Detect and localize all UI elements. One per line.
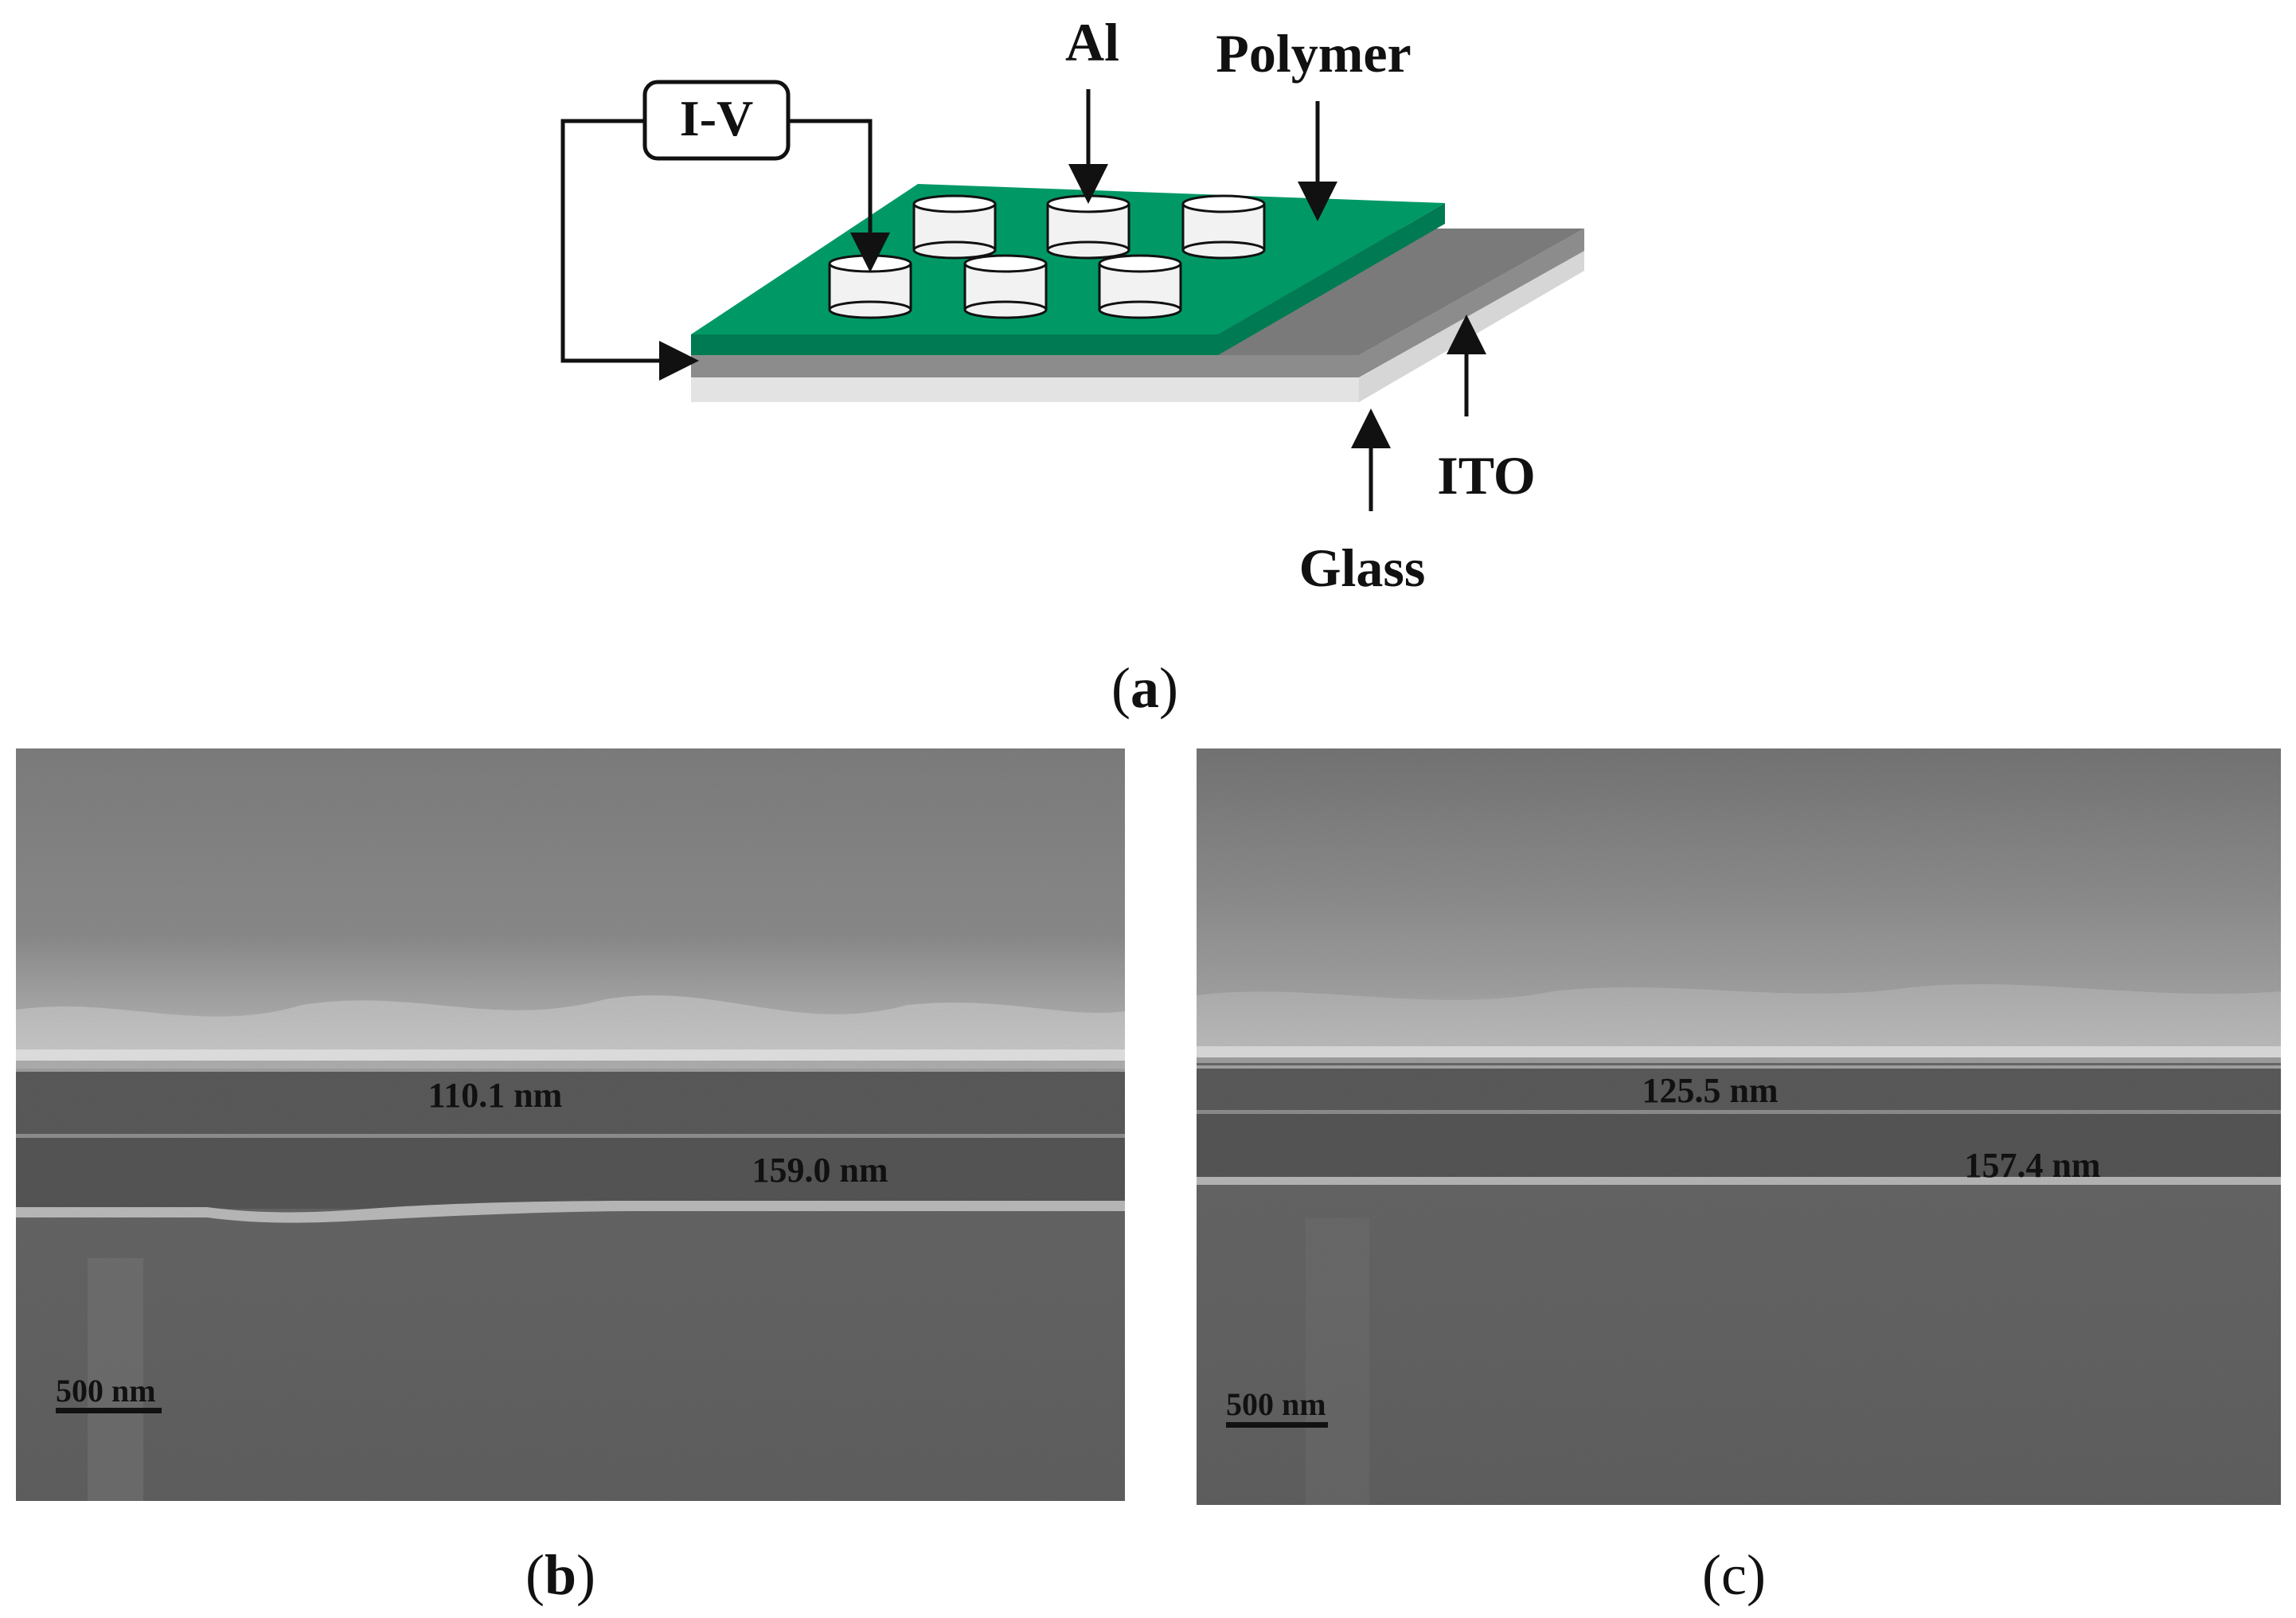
sem-image-b: 110.1 nm 159.0 nm 500 nm bbox=[16, 748, 1125, 1501]
polymer-label: Polymer bbox=[1216, 23, 1411, 84]
al-electrode bbox=[912, 194, 997, 260]
measurement-label: 157.4 nm bbox=[1964, 1146, 2100, 1185]
glass-label: Glass bbox=[1299, 537, 1426, 598]
measurement-label: 110.1 nm bbox=[428, 1076, 563, 1115]
circuit-wire-left bbox=[560, 119, 699, 381]
scale-bar-label: 500 nm bbox=[1226, 1386, 1326, 1422]
sem-image-c: 125.5 nm 157.4 nm 500 nm bbox=[1197, 748, 2281, 1505]
caption-letter-b: b bbox=[544, 1543, 577, 1607]
scale-bar bbox=[56, 1408, 162, 1413]
device-schematic: I-V Al Polymer ITO Glass bbox=[560, 12, 1584, 598]
measurement-label: 159.0 nm bbox=[752, 1151, 888, 1190]
al-electrode bbox=[1098, 254, 1182, 319]
iv-label: I-V bbox=[680, 90, 753, 147]
caption-letter-c: c bbox=[1720, 1543, 1747, 1607]
ito-label: ITO bbox=[1437, 445, 1535, 506]
al-electrode bbox=[1046, 194, 1130, 260]
caption-letter-a: a bbox=[1130, 656, 1159, 720]
scale-bar-label: 500 nm bbox=[56, 1373, 156, 1409]
al-label: Al bbox=[1065, 12, 1119, 72]
circuit-wire-right bbox=[788, 119, 890, 272]
al-electrode bbox=[963, 254, 1048, 319]
iv-circuit: I-V bbox=[560, 80, 890, 381]
caption-b: (b) bbox=[525, 1543, 596, 1607]
al-electrode bbox=[828, 254, 912, 319]
caption-a: (a) bbox=[1111, 656, 1178, 720]
caption-c: (c) bbox=[1702, 1543, 1766, 1607]
scale-bar bbox=[1226, 1422, 1328, 1428]
measurement-label: 125.5 nm bbox=[1642, 1071, 1778, 1110]
al-electrode bbox=[1181, 194, 1266, 260]
